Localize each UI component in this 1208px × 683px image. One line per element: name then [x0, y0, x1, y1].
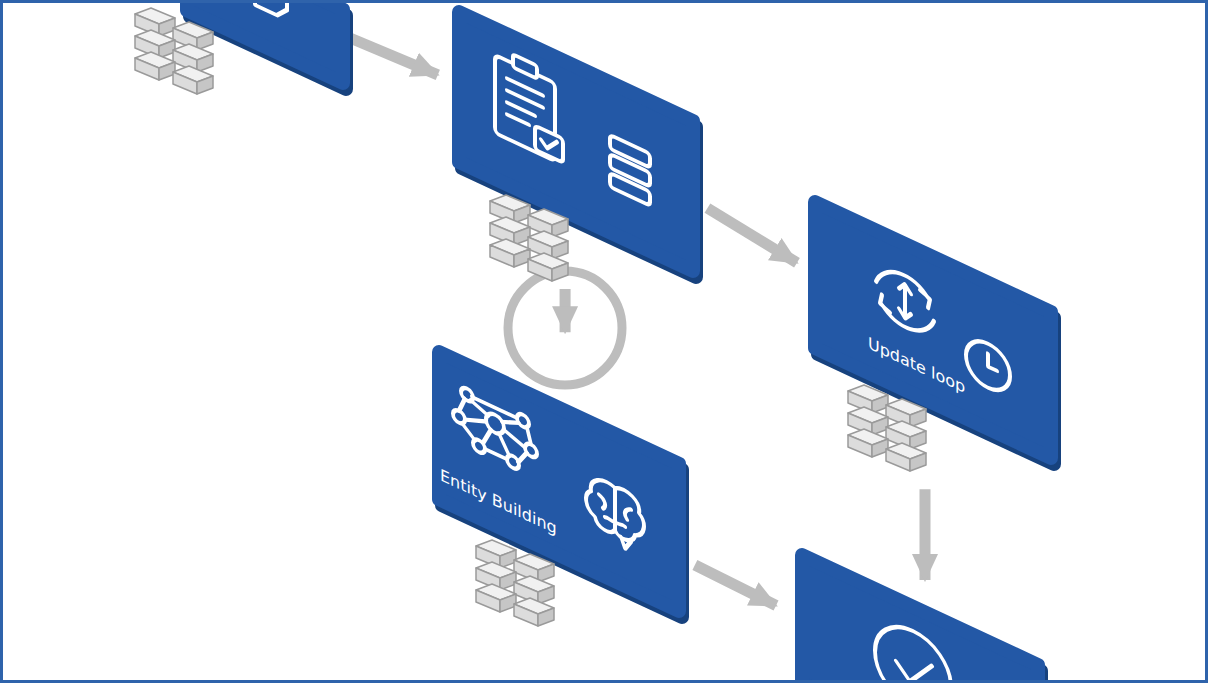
process-card: [180, 0, 350, 90]
clipboard-icon: [495, 46, 563, 165]
clock-icon: [966, 333, 1010, 398]
check-icon: [875, 613, 951, 683]
card-face: [187, 0, 343, 83]
card-face: [815, 202, 1051, 458]
process-card: [795, 548, 1045, 683]
clock-ring: [508, 271, 622, 385]
card-icons: [255, 0, 1010, 683]
flow-arrow: [707, 208, 797, 263]
flow-arrow: [920, 489, 931, 580]
brick-stack: [135, 8, 213, 94]
sync-icon: [876, 262, 934, 341]
brick-stacks: [135, 8, 926, 626]
card-face: [459, 12, 693, 271]
flow-arrow: [695, 565, 776, 605]
process-card: [452, 5, 700, 278]
brick-stack: [490, 195, 568, 281]
card-shape: [795, 548, 1045, 683]
process-card: Update loop: [808, 195, 1058, 465]
card-shape: [452, 5, 700, 278]
flow-arrow: [350, 38, 438, 75]
card-face: [439, 352, 679, 611]
brick-stack: [476, 540, 554, 626]
brain-icon: [586, 472, 644, 557]
partial-icon: [255, 0, 287, 20]
card-shape: [808, 195, 1058, 465]
card-shape: [180, 0, 350, 90]
database-stack-icon: [610, 135, 650, 206]
card-face: [802, 555, 1038, 683]
network-icon: [453, 382, 537, 479]
flow-arrow: [560, 289, 571, 332]
brick-stack: [848, 385, 926, 471]
process-card: Entity Building: [432, 345, 686, 618]
